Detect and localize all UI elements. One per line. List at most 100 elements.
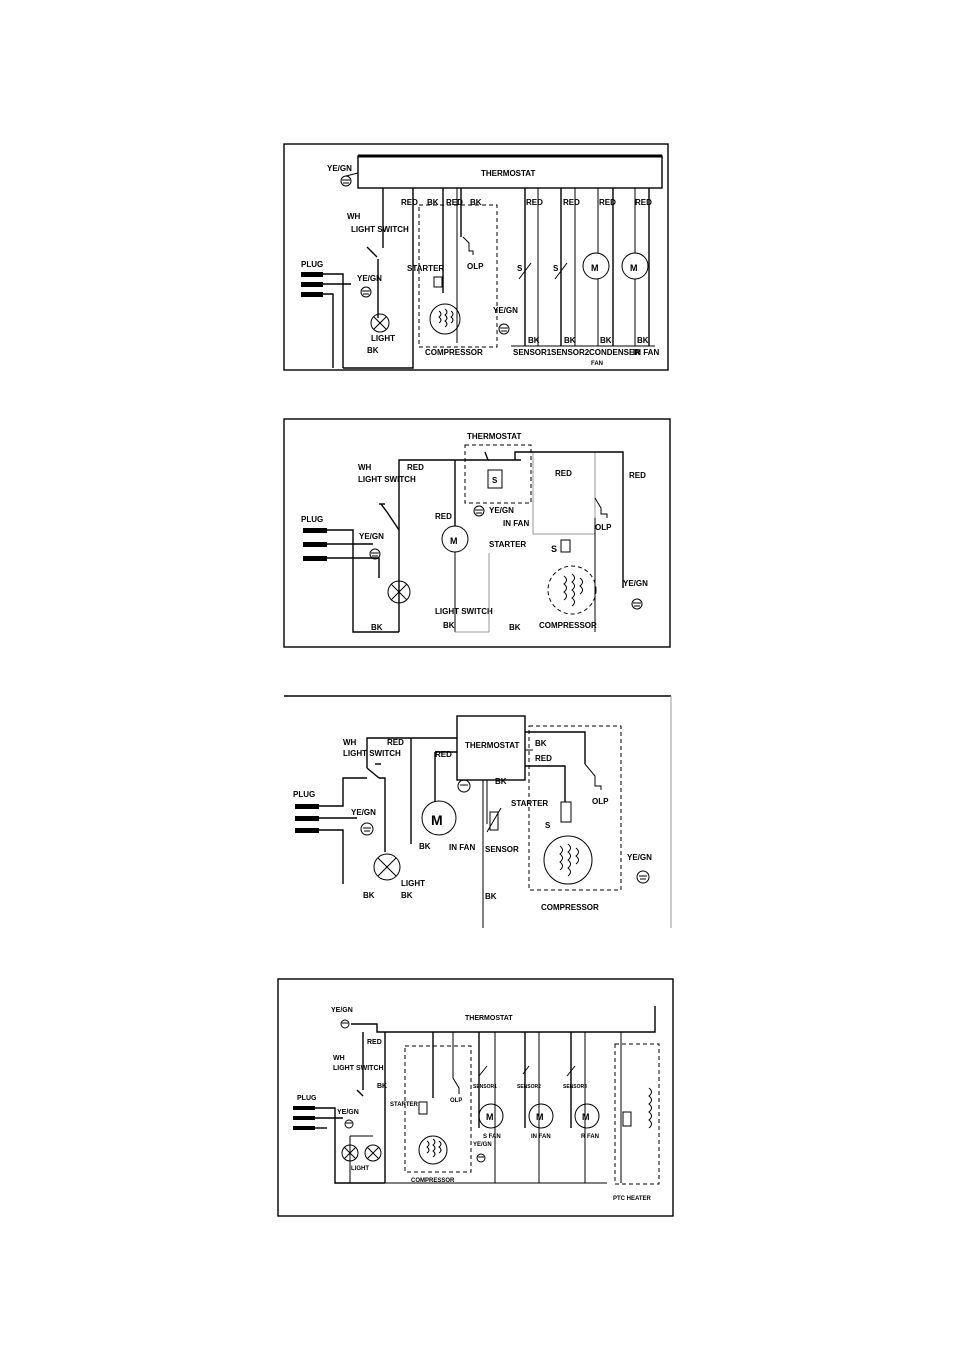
plug-label: PLUG	[293, 790, 315, 799]
bk-right-label: BK	[509, 623, 521, 632]
compressor-icon	[418, 1135, 448, 1165]
svg-text:BK: BK	[564, 336, 576, 345]
olp-label: OLP	[592, 797, 609, 806]
wiring-diagram-4: YE/GN THERMOSTAT WH LIGHT SWITCH RED BK …	[277, 978, 674, 1217]
svg-text:RED: RED	[526, 198, 543, 207]
ptc-icon	[622, 1111, 632, 1127]
svg-text:S: S	[551, 544, 557, 554]
ground-comp-label: YE/GN	[627, 853, 652, 862]
ptc-heater-label: PTC HEATER	[613, 1196, 652, 1202]
ground-icon	[360, 286, 372, 298]
wh-label: WH	[347, 212, 361, 221]
bk-light-label: BK	[401, 891, 413, 900]
thermostat-label: THERMOSTAT	[467, 432, 521, 441]
plug-label: PLUG	[301, 515, 323, 524]
svg-text:RED: RED	[599, 198, 616, 207]
starter-icon	[433, 276, 443, 288]
red1-label: RED	[401, 198, 418, 207]
plug-icon	[295, 804, 319, 833]
thermostat-label: THERMOSTAT	[481, 169, 535, 178]
compressor-icon	[547, 565, 597, 615]
svg-text:S FAN: S FAN	[483, 1134, 501, 1140]
bk-bottom-label: BK	[485, 892, 497, 901]
red-motor-label: RED	[435, 512, 452, 521]
light-label: LIGHT	[401, 879, 425, 888]
sensor1-label: SENSOR1	[513, 348, 552, 357]
light-bulb-icon	[387, 580, 411, 604]
sensor2-column: RED S BK	[553, 188, 580, 346]
wh-label: WH	[358, 463, 372, 472]
thermostat-box	[357, 155, 663, 189]
r-fan-column: SENSOR3 M R FAN	[563, 1032, 600, 1183]
plug-label: PLUG	[301, 260, 323, 269]
sensor2-label: SENSOR2	[551, 348, 590, 357]
compressor-label: COMPRESSOR	[539, 621, 597, 630]
svg-text:M: M	[536, 1112, 544, 1122]
svg-text:M: M	[582, 1112, 590, 1122]
svg-text:S: S	[545, 821, 551, 830]
starter-icon	[418, 1101, 428, 1115]
ground-icon	[636, 870, 650, 884]
sensor-label: SENSOR	[485, 845, 519, 854]
bk2-label: BK	[470, 198, 482, 207]
plug-icon	[303, 528, 327, 561]
ground-icon	[360, 822, 374, 836]
light-bulb-icon	[370, 313, 390, 333]
in-fan-motor-icon	[421, 800, 457, 836]
ground-th-label: YE/GN	[489, 506, 514, 515]
svg-text:RED: RED	[563, 198, 580, 207]
bk1-label: BK	[427, 198, 439, 207]
compressor-icon	[429, 303, 461, 335]
in-fan-label: IN FAN	[633, 348, 659, 357]
light-label: LIGHT SWITCH	[435, 607, 493, 616]
condenser-motor-icon	[582, 252, 610, 280]
olp-label: OLP	[467, 262, 484, 271]
ground-plug-label: YE/GN	[351, 808, 376, 817]
svg-text:R FAN: R FAN	[581, 1134, 599, 1140]
ground-icon	[457, 779, 471, 793]
in-fan-label: IN FAN	[449, 843, 475, 852]
bk-left-label: BK	[363, 891, 375, 900]
svg-text:M: M	[450, 536, 458, 546]
compressor-label: COMPRESSOR	[425, 348, 483, 357]
red2-label: RED	[446, 198, 463, 207]
light-switch-label: LIGHT SWITCH	[351, 225, 409, 234]
wiring-diagram-1: THERMOSTAT YE/GN WH LIGHT SWITCH PLUG YE…	[283, 143, 669, 371]
plug-icon	[293, 1106, 315, 1130]
light-label: LIGHT	[351, 1166, 369, 1172]
ground-icon	[631, 598, 643, 610]
starter-label: STARTER	[511, 799, 548, 808]
s-fan-motor-icon	[478, 1103, 504, 1129]
bk-light-label: BK	[367, 346, 379, 355]
condenser-fan-column: M RED BK	[582, 188, 616, 346]
wh-label: WH	[333, 1055, 345, 1062]
bk-motor-label: BK	[419, 842, 431, 851]
plug-label: PLUG	[297, 1095, 317, 1102]
svg-text:SENSOR1: SENSOR1	[473, 1084, 497, 1090]
olp-label: OLP	[450, 1098, 462, 1104]
wh-label: WH	[343, 738, 357, 747]
ground-top-label: YE/GN	[331, 1007, 353, 1014]
s-fan-column: SENSOR1 M S FAN	[473, 1032, 504, 1183]
starter-icon	[560, 539, 571, 553]
wiring-diagram-3: THERMOSTAT WH LIGHT SWITCH RED RED M BK …	[284, 695, 672, 928]
light-switch-label: LIGHT SWITCH	[343, 749, 401, 758]
ground-comp-label: YE/GN	[473, 1142, 492, 1148]
starter-label: STARTER	[390, 1102, 419, 1108]
ground-icon	[369, 548, 381, 560]
svg-text:RED: RED	[635, 198, 652, 207]
condenser-label: CONDENSER	[589, 348, 640, 357]
thermostat-label: THERMOSTAT	[465, 1015, 513, 1022]
ground-plug-label: YE/GN	[337, 1109, 359, 1116]
svg-text:IN FAN: IN FAN	[531, 1134, 551, 1140]
svg-text:S: S	[517, 264, 523, 273]
heater-coil-icon	[648, 1087, 652, 1129]
diagram-frame	[277, 978, 674, 1217]
thermostat-box	[456, 715, 526, 781]
red-label: RED	[367, 1039, 382, 1046]
svg-text:M: M	[486, 1112, 494, 1122]
in-fan-column: SENSOR2 M IN FAN	[517, 1032, 554, 1183]
ground-top-label: YE/GN	[327, 164, 352, 173]
compressor-group	[404, 1045, 472, 1173]
red-th-label: RED	[535, 754, 552, 763]
